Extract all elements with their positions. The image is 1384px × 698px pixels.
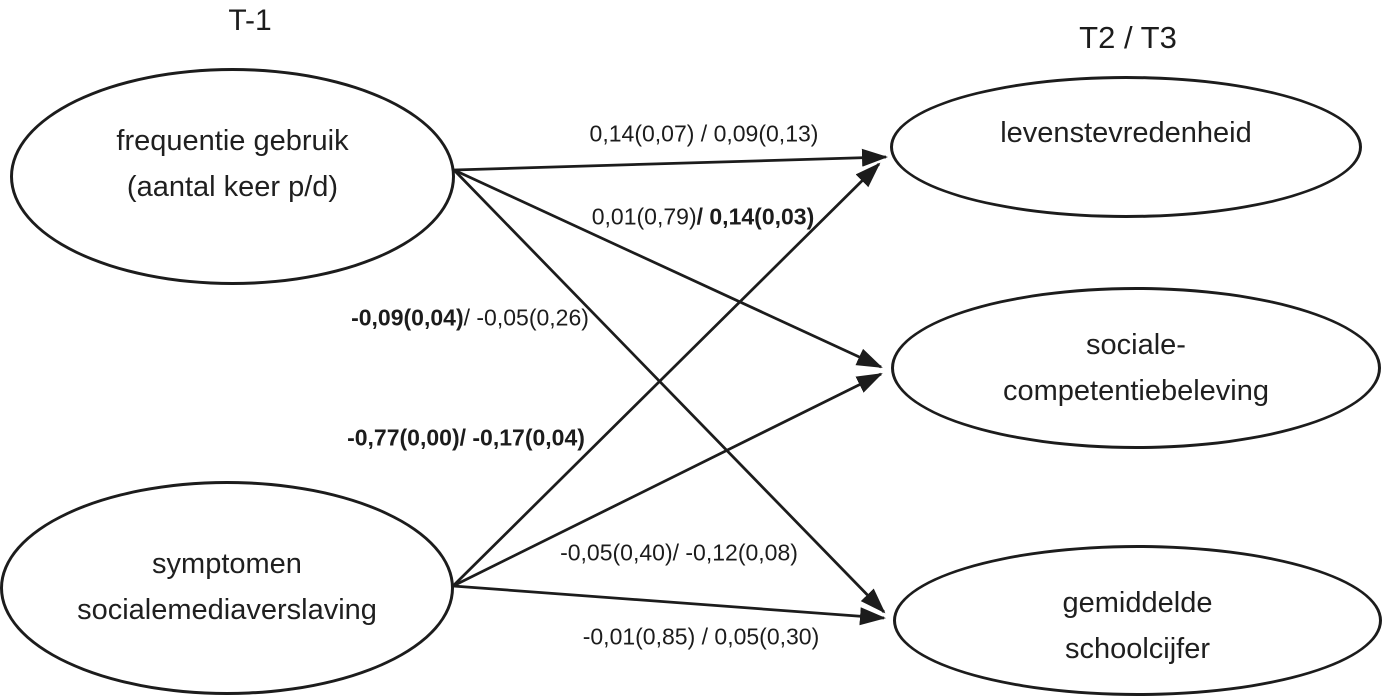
edge-label-sympt-school: -0,01(0,85) / 0,05(0,30)	[583, 624, 820, 651]
node-label: schoolcijfer	[1064, 632, 1211, 665]
coef-t2: 0,14(0,07) /	[589, 120, 714, 147]
node-symptomen-socialemediaverslaving: symptomen socialemediaverslaving	[0, 481, 454, 695]
coef-t3: 0,05(0,30)	[714, 623, 820, 650]
node-gemiddelde-schoolcijfer: gemiddelde schoolcijfer	[893, 545, 1382, 696]
coef-t3: / -0,05(0,26)	[463, 304, 589, 331]
column-title-t1: T-1	[228, 4, 272, 37]
arrow-freq-to-gemiddelde-schoolcijfer	[453, 169, 886, 614]
edge-label-freq-sociale: 0,01(0,79)/ 0,14(0,03)	[592, 204, 815, 231]
arrow-sympt-to-sociale-competentiebeleving	[452, 372, 883, 588]
node-label: gemiddelde	[1062, 586, 1213, 619]
arrow-sympt-to-levenstevredenheid	[452, 162, 881, 587]
arrow-sympt-to-gemiddelde-schoolcijfer	[452, 584, 886, 626]
node-label: frequentie gebruik	[116, 124, 349, 157]
coef-t3: / 0,14(0,03)	[696, 203, 815, 230]
edge-label-sympt-levens: -0,77(0,00)/ -0,17(0,04)	[347, 425, 585, 452]
coef-t3: 0,09(0,13)	[713, 120, 819, 147]
coef-t2: -0,09(0,04)	[351, 304, 464, 331]
coef-t3: -0,17(0,04)	[472, 424, 585, 451]
edge-label-freq-levens: 0,14(0,07) / 0,09(0,13)	[590, 121, 819, 148]
node-label: socialemediaverslaving	[77, 594, 377, 626]
node-levenstevredenheid: levenstevredenheid	[890, 76, 1362, 218]
edge-label-sympt-sociale: -0,05(0,40)/ -0,12(0,08)	[560, 540, 798, 567]
node-label: sociale-	[1086, 329, 1186, 362]
node-frequentie-gebruik: frequentie gebruik (aantal keer p/d)	[10, 68, 455, 285]
coef-t2: -0,77(0,00)/	[347, 424, 473, 451]
node-label: competentiebeleving	[1002, 375, 1269, 407]
arrow-freq-to-sociale-competentiebeleving	[453, 168, 883, 369]
coef-t2: -0,05(0,40)/	[560, 539, 686, 566]
node-sociale-competentiebeleving: sociale- competentiebeleving	[891, 287, 1381, 449]
arrow-freq-to-levenstevredenheid	[453, 148, 888, 172]
coef-t3: -0,12(0,08)	[685, 539, 798, 566]
node-label: (aantal keer p/d)	[126, 170, 339, 203]
node-label: symptomen	[152, 548, 302, 581]
coef-t2: 0,01(0,79)	[591, 203, 697, 230]
coef-t2: -0,01(0,85) /	[582, 623, 715, 650]
node-label: levenstevredenheid	[1000, 117, 1252, 150]
edge-label-freq-school: -0,09(0,04)/ -0,05(0,26)	[351, 305, 589, 332]
column-title-t2-t3: T2 / T3	[1079, 20, 1177, 55]
